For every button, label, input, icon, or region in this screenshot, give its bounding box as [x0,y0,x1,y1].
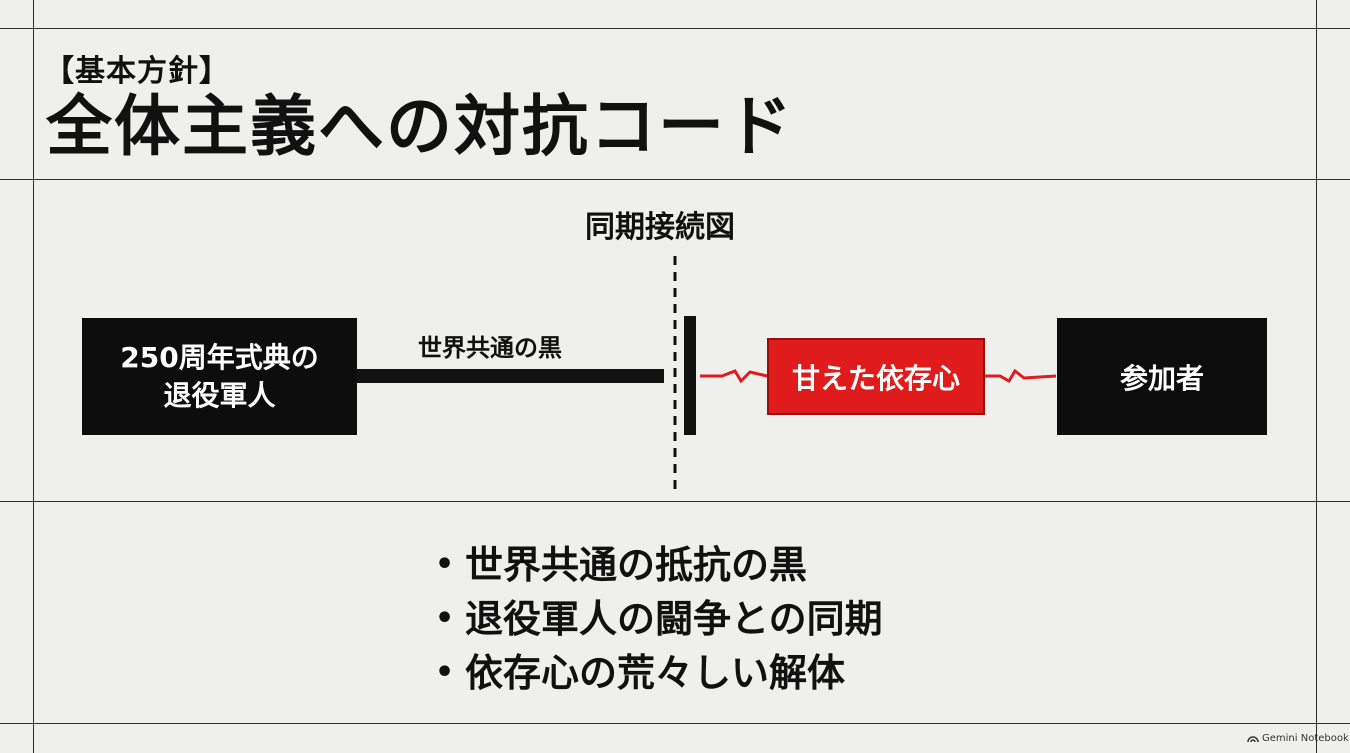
bullet-text: 退役軍人の闘争との同期 [465,597,883,641]
bullet-text: 世界共通の抵抗の黒 [465,543,808,587]
dependency-box: 甘えた依存心 [767,338,985,415]
diagram-rule [0,501,1350,502]
bullet-dot-icon: • [435,547,455,582]
page-title: 全体主義への対抗コード [46,88,794,165]
header-rule [0,179,1350,180]
notebook-logo-icon [1247,735,1259,742]
bullet-dot-icon: • [435,655,455,690]
top-rule [0,28,1350,29]
participants-box: 参加者 [1057,318,1267,435]
veterans-box-line2: 退役軍人 [163,378,276,412]
left-margin-rule [33,0,34,753]
barrier-bar [684,316,696,435]
footer-brand-text: Gemini Notebook [1262,733,1349,744]
diagram-title: 同期接続図 [585,210,735,245]
connection-label: 世界共通の黒 [418,334,562,362]
right-margin-rule [1316,0,1317,753]
list-item: • 世界共通の抵抗の黒 [435,538,883,592]
left-zigzag-connector [700,369,768,384]
list-item: • 依存心の荒々しい解体 [435,646,883,700]
veterans-box: 250周年式典の 退役軍人 [82,318,357,435]
bottom-rule [0,723,1350,724]
list-item: • 退役軍人の闘争との同期 [435,592,883,646]
black-connector-line [356,369,664,383]
category-label: 【基本方針】 [44,54,230,89]
bullet-text: 依存心の荒々しい解体 [465,651,846,695]
bullet-dot-icon: • [435,601,455,636]
footer-brand: Gemini Notebook [1247,733,1349,744]
veterans-box-line1: 250周年式典の [120,340,319,374]
right-zigzag-connector [985,368,1057,384]
bullet-list: • 世界共通の抵抗の黒 • 退役軍人の闘争との同期 • 依存心の荒々しい解体 [435,538,883,700]
